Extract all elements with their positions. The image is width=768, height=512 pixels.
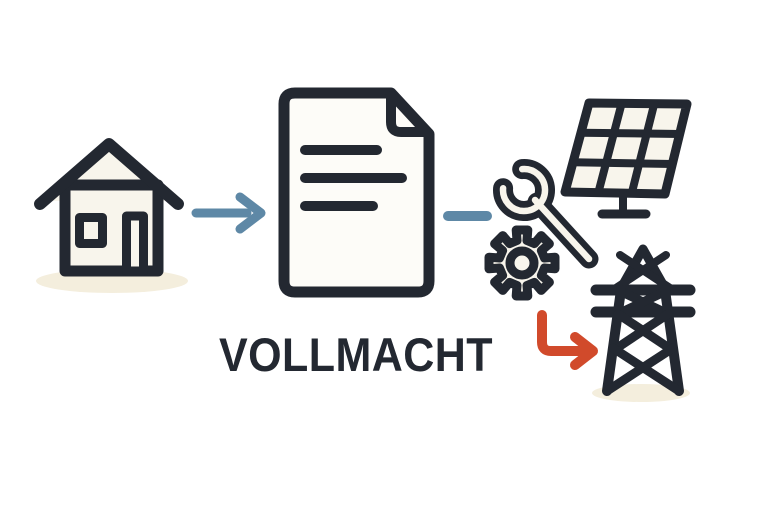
gear-hub — [505, 246, 539, 280]
tower-x-mid-2 — [612, 309, 673, 353]
panel-grid-col-2 — [627, 99, 659, 198]
elbow-arrow-head — [570, 332, 598, 370]
house-roof — [34, 138, 184, 210]
tower-leg-right — [660, 285, 684, 396]
document-fold — [386, 91, 431, 137]
panel-grid-col-1 — [594, 99, 626, 197]
arrow-right-icon — [191, 192, 266, 234]
tower-peak-brace-2 — [616, 251, 674, 292]
elbow-arrow-icon — [537, 310, 598, 370]
wrench-icon — [493, 159, 599, 269]
tower-structure — [590, 244, 696, 396]
panel-frame — [560, 98, 692, 199]
title-label: VOLLMACHT — [219, 328, 493, 381]
document-outline — [278, 87, 435, 298]
panel-grid-row-2 — [569, 158, 677, 168]
elbow-arrow-shaft — [537, 310, 587, 356]
wrench-handle-fill — [531, 196, 593, 263]
transmission-tower-icon — [590, 244, 696, 402]
solar-panel-icon — [560, 98, 692, 219]
house-icon — [34, 138, 188, 293]
panel-grid-row-1 — [577, 128, 684, 138]
tower-leg-left — [602, 285, 626, 396]
tower-peak — [616, 244, 670, 293]
arrow-head — [235, 192, 266, 234]
tower-x-bottom-2 — [602, 343, 678, 396]
house-window — [75, 213, 107, 248]
document-text-lines — [300, 145, 407, 211]
house-door — [122, 211, 148, 276]
panel-grid — [569, 99, 684, 198]
gear-icon — [484, 225, 560, 301]
document-icon — [278, 87, 435, 298]
